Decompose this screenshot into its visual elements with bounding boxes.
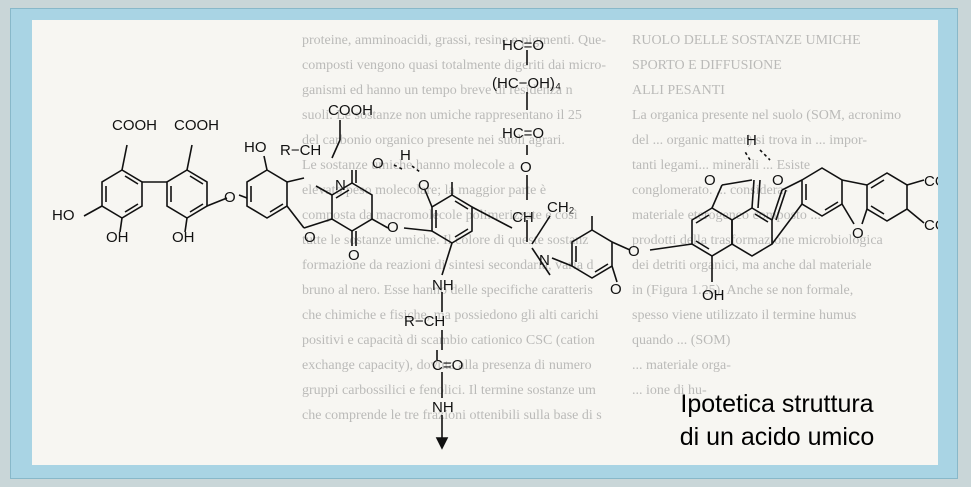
label-h-2: H <box>746 132 757 149</box>
background-book-text: proteine, amminoacidi, grassi, resine e … <box>32 20 938 465</box>
label-o-9: O <box>628 243 640 260</box>
label-cooh-2: COOH <box>174 117 219 134</box>
background-text-line: spesso viene utilizzato il termine humus <box>632 308 857 323</box>
background-text-line: tanti legami... minerali ... Esiste <box>632 158 811 173</box>
background-text-line: formazione da reazioni di sintesi second… <box>302 258 594 273</box>
background-text-line: elevato peso molecolare; la maggior part… <box>302 183 547 198</box>
label-o-5: O <box>348 247 360 264</box>
background-text-line: del carbonio organico presente nei suoli… <box>302 133 565 148</box>
label-o-11: O <box>772 172 784 189</box>
label-cooh-3: COOH <box>328 102 373 119</box>
label-o-6: O <box>387 219 399 236</box>
label-ho-2: HO <box>244 139 267 156</box>
background-text-line: La organica presente nel suolo (SOM, acr… <box>632 108 902 123</box>
background-text-line: in (Figura 1.25). Anche se non formale, <box>632 283 854 298</box>
label-ch2: CH₂ <box>547 199 575 216</box>
label-n-3: N <box>539 252 550 269</box>
label-ch: CH <box>512 209 534 226</box>
label-r-ch-2: R−CH <box>404 313 445 330</box>
caption-line-1: Ipotetica struttura <box>680 390 874 418</box>
background-text-line: quando ... (SOM) <box>632 333 731 348</box>
background-text-line: Le sostanze umiche hanno molecole a <box>302 158 515 173</box>
background-text-line: ... materiale orga- <box>632 358 731 373</box>
label-nh-2: NH <box>432 399 454 416</box>
label-nh-1: NH <box>432 277 454 294</box>
label-o-2: O <box>304 229 316 246</box>
background-text-line: RUOLO DELLE SOSTANZE UMICHE <box>632 33 861 48</box>
background-text-line: che chimiche e fisiche, ma possiedono gl… <box>302 308 599 323</box>
label-cooh-1: COOH <box>112 117 157 134</box>
background-text-line: prodotti della trasformazione microbiolo… <box>632 233 883 248</box>
caption-line-2: di un acido umico <box>679 423 875 451</box>
background-text-line: exchange capacity), dovuta alla presenza… <box>302 358 592 373</box>
label-o-12: O <box>852 225 864 242</box>
label-oh-1: OH <box>106 229 129 246</box>
background-text-line: composti vengono quasi totalmente digeri… <box>302 58 607 73</box>
label-o-1: O <box>224 189 236 206</box>
figure-panel: proteine, amminoacidi, grassi, resine e … <box>32 20 938 465</box>
background-text-line: tutte le sostanze umiche. Il colore di q… <box>302 233 589 248</box>
background-text-line: SPORTO E DIFFUSIONE <box>632 58 782 73</box>
background-text-line: ALLI PESANTI <box>632 83 725 98</box>
background-text-line: conglomerato. ... considera- <box>632 183 789 198</box>
label-aldehyde-bottom: HC=O <box>502 125 544 142</box>
background-text-line: proteine, amminoacidi, grassi, resine e … <box>302 33 607 48</box>
label-o-8: O <box>610 281 622 298</box>
label-c-o: C=O <box>432 357 463 374</box>
background-text-line: bruno al nero. Esse hanno delle specific… <box>302 283 593 298</box>
label-o-4: O <box>372 155 384 172</box>
structure-bonds <box>83 50 925 450</box>
label-o-7: O <box>520 159 532 176</box>
background-text-line: del ... organic matter) si trova in ... … <box>632 133 868 148</box>
background-text-line: materiale eterogeneo composto ... <box>632 208 821 223</box>
label-h-1: H <box>400 147 411 164</box>
label-oh-2: OH <box>172 229 195 246</box>
label-aldehyde-top: HC=O <box>502 37 544 54</box>
label-cooh-4: COOH <box>924 173 938 190</box>
label-r-ch-1: R−CH <box>280 142 321 159</box>
humic-acid-structure: COOH COOH HO OH OH O HO O COOH R−CH N H … <box>52 37 938 450</box>
background-text-line: dei detriti organici, ma anche dal mater… <box>632 258 872 273</box>
label-o-10: O <box>704 172 716 189</box>
label-sugar-repeat: (HC−OH)₄ <box>492 75 561 92</box>
structure-labels: COOH COOH HO OH OH O HO O COOH R−CH N H … <box>52 37 938 416</box>
label-o-3: O <box>418 177 430 194</box>
label-ho-1: HO <box>52 207 75 224</box>
figure-caption: Ipotetica struttura di un acido umico <box>622 388 932 454</box>
label-oh-3: OH <box>702 287 725 304</box>
label-n-1: N <box>335 177 346 194</box>
background-text-line: gruppi carbossilici e fenolici. Il termi… <box>302 383 596 398</box>
label-cooh-5: COOH <box>924 217 938 234</box>
background-text-line: positivi e capacità di scambio cationico… <box>302 333 595 348</box>
background-text-line: ganismi ed hanno un tempo breve di resid… <box>302 83 573 98</box>
background-text-line: che comprende le tre frazioni ottenibili… <box>302 408 602 423</box>
background-text-line: suoli. Le sostanze non umiche rappresent… <box>302 108 582 123</box>
background-text-line: ... ione di hu- <box>632 383 707 398</box>
